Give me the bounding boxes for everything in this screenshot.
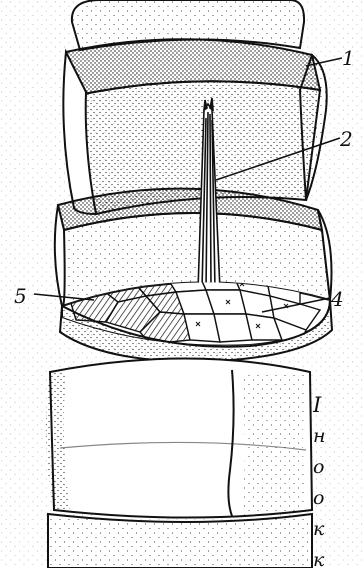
upper-segment: [63, 0, 326, 214]
callout-5: 5: [14, 286, 27, 306]
figure-caption: I н о о к к: [313, 390, 362, 576]
caption-line: о: [313, 483, 362, 514]
callout-2: 2: [340, 129, 353, 149]
caption-line: к: [313, 514, 362, 545]
caption-line: к: [313, 545, 362, 576]
lower-segment: [46, 359, 312, 569]
caption-line: н: [313, 421, 362, 452]
callout-1: 1: [342, 48, 355, 68]
callout-4: 4: [331, 289, 344, 309]
caption-line: I: [313, 390, 362, 421]
caption-line: о: [313, 452, 362, 483]
